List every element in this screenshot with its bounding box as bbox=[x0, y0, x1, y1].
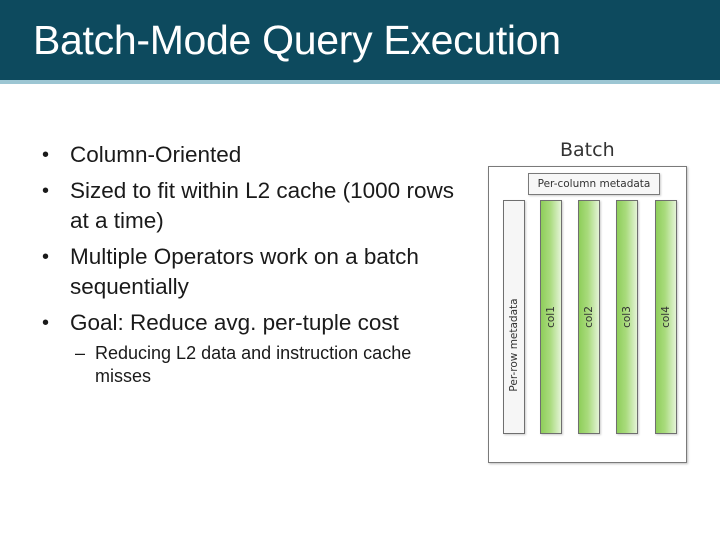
bullet-item: • Goal: Reduce avg. per-tuple cost bbox=[40, 308, 470, 338]
bullet-dot-icon: • bbox=[42, 144, 50, 166]
column-label: col1 bbox=[545, 306, 557, 328]
bullet-dot-icon: • bbox=[42, 246, 50, 268]
column-bar-col2: col2 bbox=[578, 200, 600, 434]
per-row-metadata-bar: Per-row metadata bbox=[503, 200, 525, 434]
column-label: col2 bbox=[583, 306, 595, 328]
dash-icon: – bbox=[75, 343, 86, 363]
column-label: col4 bbox=[660, 306, 672, 328]
slide-header: Batch-Mode Query Execution bbox=[0, 0, 720, 84]
bullet-list: • Column-Oriented • Sized to fit within … bbox=[40, 140, 470, 388]
bullet-item: • Multiple Operators work on a batch seq… bbox=[42, 244, 419, 299]
slide-title: Batch-Mode Query Execution bbox=[33, 17, 561, 63]
column-bar-col3: col3 bbox=[616, 200, 638, 434]
per-row-metadata-label: Per-row metadata bbox=[508, 298, 520, 392]
sub-bullet-item: – Reducing L2 data and instruction cache… bbox=[75, 343, 412, 386]
column-label: col3 bbox=[621, 306, 633, 328]
diagram-title: Batch bbox=[560, 139, 615, 161]
column-bar-col1: col1 bbox=[540, 200, 562, 434]
bullet-item: • Sized to fit within L2 cache (1000 row… bbox=[42, 178, 454, 233]
bullet-dot-icon: • bbox=[42, 180, 50, 202]
per-column-metadata-box: Per-column metadata bbox=[528, 173, 660, 195]
column-bar-col4: col4 bbox=[655, 200, 677, 434]
bullet-dot-icon: • bbox=[42, 312, 50, 334]
bullet-item: • Column-Oriented bbox=[40, 140, 470, 170]
